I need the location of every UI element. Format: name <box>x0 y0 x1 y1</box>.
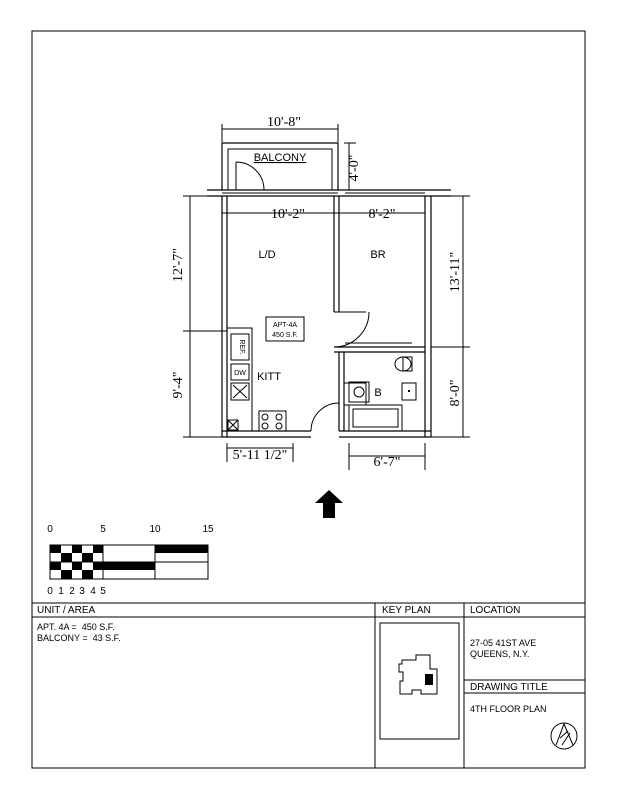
unit-tag-line2: 450 S.F. <box>272 332 298 339</box>
drawing-title: 4TH FLOOR PLAN <box>470 704 547 714</box>
location-line-1: 27-05 41ST AVE <box>470 638 537 648</box>
room-label-kitchen: KITT <box>257 371 281 383</box>
room-label-living-dining: L/D <box>258 249 275 261</box>
location-line-2: QUEENS, N.Y. <box>470 649 530 659</box>
toilet <box>394 356 412 372</box>
unit-area-line-1: APT. 4A = 450 S.F. <box>37 622 115 632</box>
key-plan-header: KEY PLAN <box>382 605 431 616</box>
bath-sink <box>348 381 370 403</box>
dim-bedroom-depth: 13'-11" <box>448 252 463 292</box>
north-arrow-icon <box>550 722 578 750</box>
dim-living-width: 10'-2" <box>271 207 305 222</box>
unit-tag-line1: APT-4A <box>273 322 297 329</box>
scale-tick-5: 5 <box>100 524 106 535</box>
scale-subtick-4: 4 <box>90 586 96 597</box>
refrigerator <box>230 333 250 361</box>
stove <box>258 410 287 432</box>
key-plan-frame <box>379 622 460 740</box>
scale-subtick-1: 1 <box>58 586 64 597</box>
unit-tag-box <box>265 316 305 342</box>
scale-tick-10: 10 <box>149 524 161 535</box>
dim-balcony-width: 10'-8" <box>267 115 301 130</box>
room-label-bedroom: BR <box>370 249 385 261</box>
dim-kitchen-width: 5'-11 1/2" <box>233 448 288 463</box>
dim-bedroom-width: 8'-2" <box>369 207 396 222</box>
location-header: LOCATION <box>470 605 521 616</box>
title-block <box>32 602 585 768</box>
graphic-scale <box>49 544 209 580</box>
drawing-title-header: DRAWING TITLE <box>470 682 548 693</box>
scale-subtick-5: 5 <box>100 586 106 597</box>
unit-area-header: UNIT / AREA <box>37 605 96 616</box>
key-plan-building <box>398 654 438 695</box>
scale-subtick-3: 3 <box>79 586 85 597</box>
dim-living-depth: 12'-7" <box>171 248 186 282</box>
dishwasher <box>230 363 250 381</box>
unit-area-line-2: BALCONY = 43 S.F. <box>37 633 121 643</box>
dim-bath-width: 6'-7" <box>374 455 401 470</box>
entry-arrow-icon <box>315 490 343 518</box>
scale-subtick-2: 2 <box>69 586 75 597</box>
fixture-label-dw: DW <box>234 370 246 377</box>
key-plan-unit-marker <box>425 674 433 685</box>
kitchen-fixtures <box>227 327 287 432</box>
dim-bath-depth: 8'-0" <box>448 380 463 407</box>
scale-tick-0: 0 <box>47 524 53 535</box>
dim-balcony-depth: 4'-0" <box>347 155 362 182</box>
bath-fixtures <box>348 356 417 432</box>
scale-tick-15: 15 <box>202 524 214 535</box>
scale-subtick-0: 0 <box>47 586 53 597</box>
kitchen-sink <box>230 382 250 401</box>
dim-kitchen-depth: 9'-4" <box>171 372 186 399</box>
room-label-balcony: BALCONY <box>254 152 307 164</box>
dimension-lines <box>183 124 470 470</box>
balcony <box>221 142 339 191</box>
sheet-border <box>31 30 586 769</box>
fixture-label-ref: REF. <box>238 339 245 354</box>
interior-walls <box>333 196 425 431</box>
bathtub <box>348 404 403 432</box>
room-label-bath: B <box>374 387 381 399</box>
